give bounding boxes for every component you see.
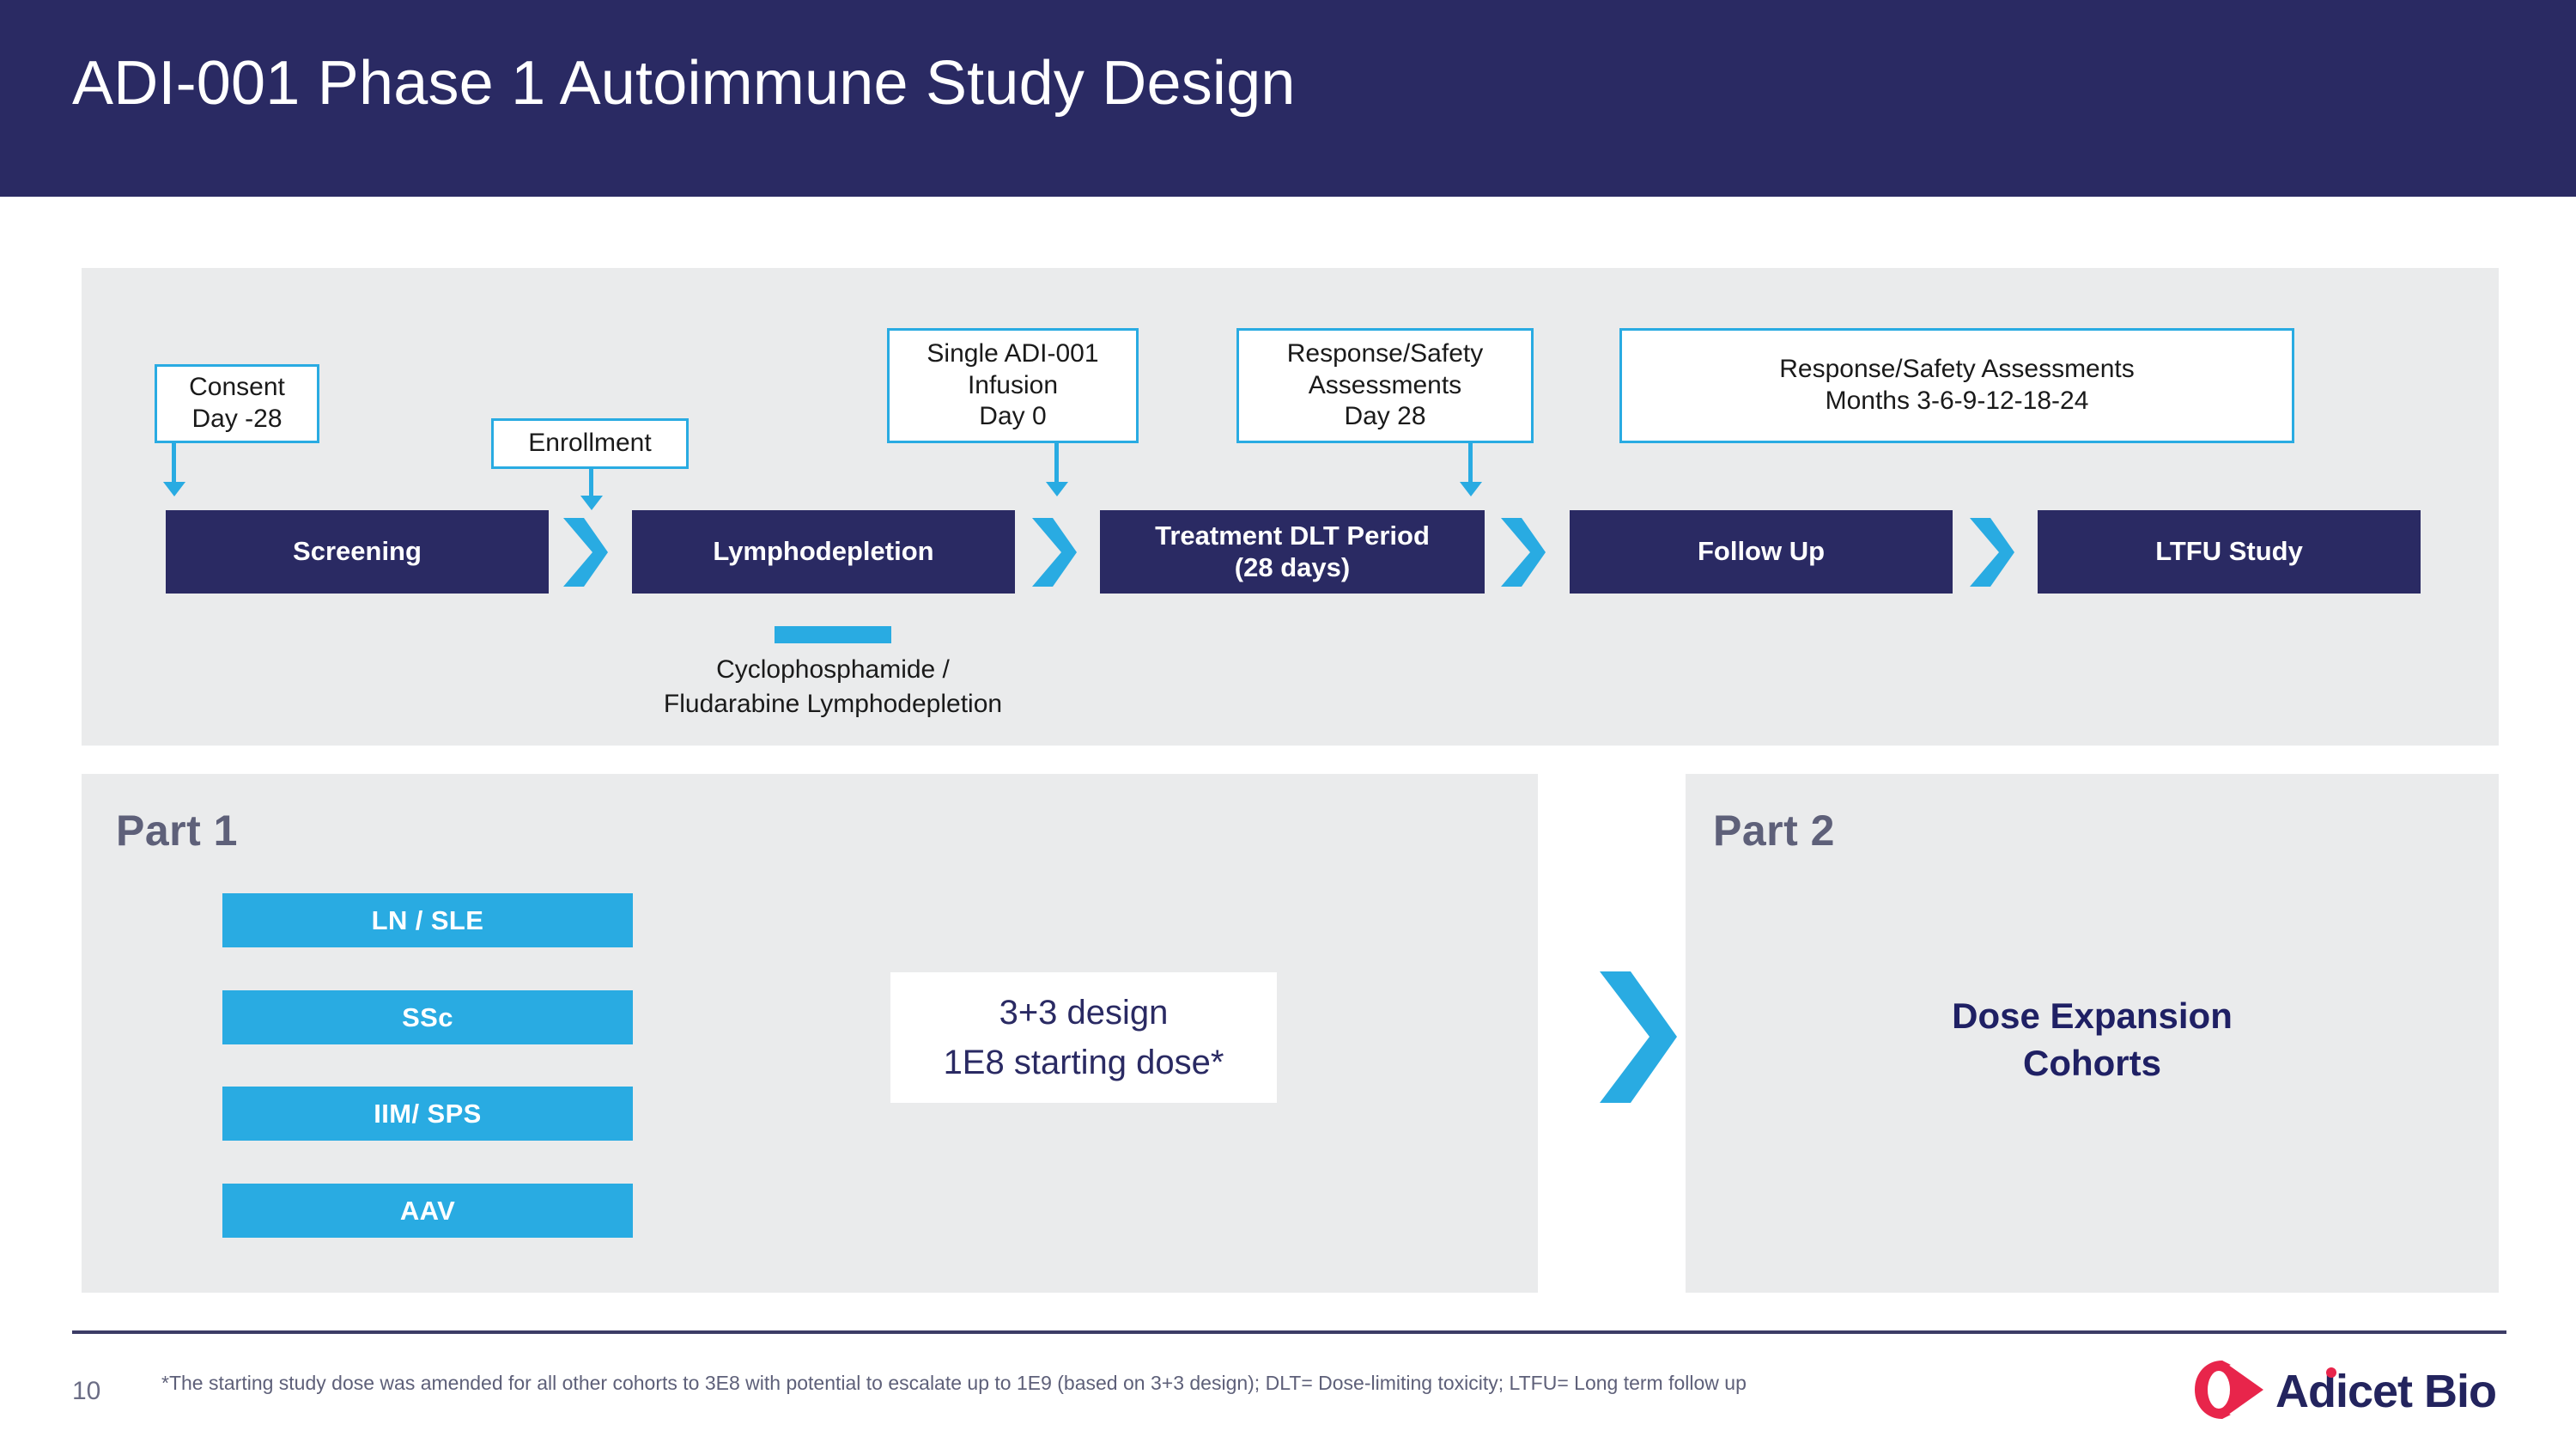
chevron-right-icon-4 [1965, 513, 2020, 592]
lymphodepletion-note-line2: Fludarabine Lymphodepletion [663, 689, 1003, 718]
callout-consent: Consent Day -28 [155, 364, 319, 443]
dose-expansion-line1: Dose Expansion [1952, 995, 2233, 1036]
svg-text:Adicet Bio: Adicet Bio [2275, 1366, 2496, 1417]
design-line2: 1E8 starting dose* [943, 1044, 1224, 1081]
callout-consent-line2: Day -28 [191, 405, 283, 433]
chevron-right-icon-part-transition [1593, 966, 1683, 1108]
callout-infusion-line1: Single ADI-001 [927, 339, 1099, 368]
stage-follow-up: Follow Up [1570, 510, 1953, 594]
arrow-shaft [1468, 443, 1473, 482]
chevron-right-icon-2 [1027, 513, 1082, 592]
callout-infusion-line3: Day 0 [979, 402, 1047, 431]
callout-respmonths-line2: Months 3-6-9-12-18-24 [1825, 387, 2089, 415]
cohort-bar-aav: AAV [222, 1184, 633, 1238]
design-line1: 3+3 design [999, 994, 1169, 1032]
logo-wordmark: Adicet Bio [2275, 1366, 2497, 1417]
arrow-head [163, 482, 185, 496]
callout-infusion-line2: Infusion [967, 370, 1059, 399]
dose-expansion-line2: Cohorts [2023, 1043, 2161, 1084]
dose-expansion-cohorts: Dose Expansion Cohorts [1686, 992, 2499, 1087]
cohort-bar-ln-sle: LN / SLE [222, 893, 633, 947]
adicet-bio-logo: Adicet Bio [2190, 1357, 2506, 1422]
arrow-head [1046, 482, 1068, 496]
title-bar: ADI-001 Phase 1 Autoimmune Study Design [0, 0, 2576, 197]
design-dose-box: 3+3 design 1E8 starting dose* [890, 972, 1277, 1103]
callout-consent-line1: Consent [189, 373, 285, 402]
arrow-shaft [589, 469, 593, 496]
stage-dlt-line1: Treatment DLT Period [1155, 521, 1430, 551]
lymphodepletion-marker-bar [775, 626, 891, 643]
callout-response-safety-months: Response/Safety Assessments Months 3-6-9… [1619, 328, 2294, 443]
callout-resp28-line2: Assessments [1308, 370, 1462, 399]
arrow-shaft [1054, 443, 1059, 482]
stage-lymphodepletion: Lymphodepletion [632, 510, 1015, 594]
stage-screening-label: Screening [293, 536, 422, 567]
arrow-down-icon-infusion [1046, 443, 1068, 496]
stage-dlt-line2: (28 days) [1234, 551, 1351, 582]
arrow-down-icon-enrollment [580, 469, 603, 510]
chevron-right-icon-3 [1496, 513, 1551, 592]
part2-panel [1686, 774, 2499, 1293]
callout-enrollment: Enrollment [491, 418, 689, 469]
cohort-label: IIM/ SPS [374, 1098, 482, 1129]
stage-screening: Screening [166, 510, 549, 594]
arrow-head [1460, 482, 1482, 496]
cohort-bar-ssc: SSc [222, 990, 633, 1044]
callout-resp28-line3: Day 28 [1344, 402, 1426, 431]
lymphodepletion-note-line1: Cyclophosphamide / [716, 655, 950, 684]
callout-enrollment-line1: Enrollment [528, 429, 652, 458]
stage-treatment-dlt-period: Treatment DLT Period (28 days) [1100, 510, 1485, 594]
part1-heading: Part 1 [116, 807, 238, 855]
arrow-down-icon-consent [163, 443, 185, 496]
stage-lymphodepletion-label: Lymphodepletion [713, 536, 934, 567]
part2-heading: Part 2 [1713, 807, 1835, 855]
stage-ltfu-study: LTFU Study [2038, 510, 2421, 594]
lymphodepletion-note: Cyclophosphamide / Fludarabine Lymphodep… [567, 653, 1099, 721]
cohort-label: SSc [402, 1002, 453, 1032]
callout-respmonths-line1: Response/Safety Assessments [1779, 355, 2135, 384]
cohort-label: LN / SLE [371, 904, 484, 935]
cohort-label: AAV [399, 1195, 456, 1226]
chevron-right-icon-1 [558, 513, 613, 592]
footer-divider [72, 1330, 2506, 1334]
callout-response-safety-day28: Response/Safety Assessments Day 28 [1236, 328, 1534, 443]
arrow-head [580, 496, 603, 510]
page-number: 10 [72, 1377, 101, 1405]
logo-i-dot [2326, 1367, 2336, 1378]
cohort-bar-iim-sps: IIM/ SPS [222, 1087, 633, 1141]
arrow-down-icon-response-day28 [1460, 443, 1482, 496]
stage-ltfu-label: LTFU Study [2155, 536, 2303, 567]
callout-resp28-line1: Response/Safety [1286, 339, 1484, 368]
footnote: *The starting study dose was amended for… [161, 1372, 1747, 1394]
stage-follow-up-label: Follow Up [1697, 536, 1826, 567]
page-title: ADI-001 Phase 1 Autoimmune Study Design [72, 49, 1296, 118]
callout-single-infusion: Single ADI-001 Infusion Day 0 [887, 328, 1139, 443]
logo-mark-icon [2195, 1361, 2263, 1419]
arrow-shaft [172, 443, 176, 482]
